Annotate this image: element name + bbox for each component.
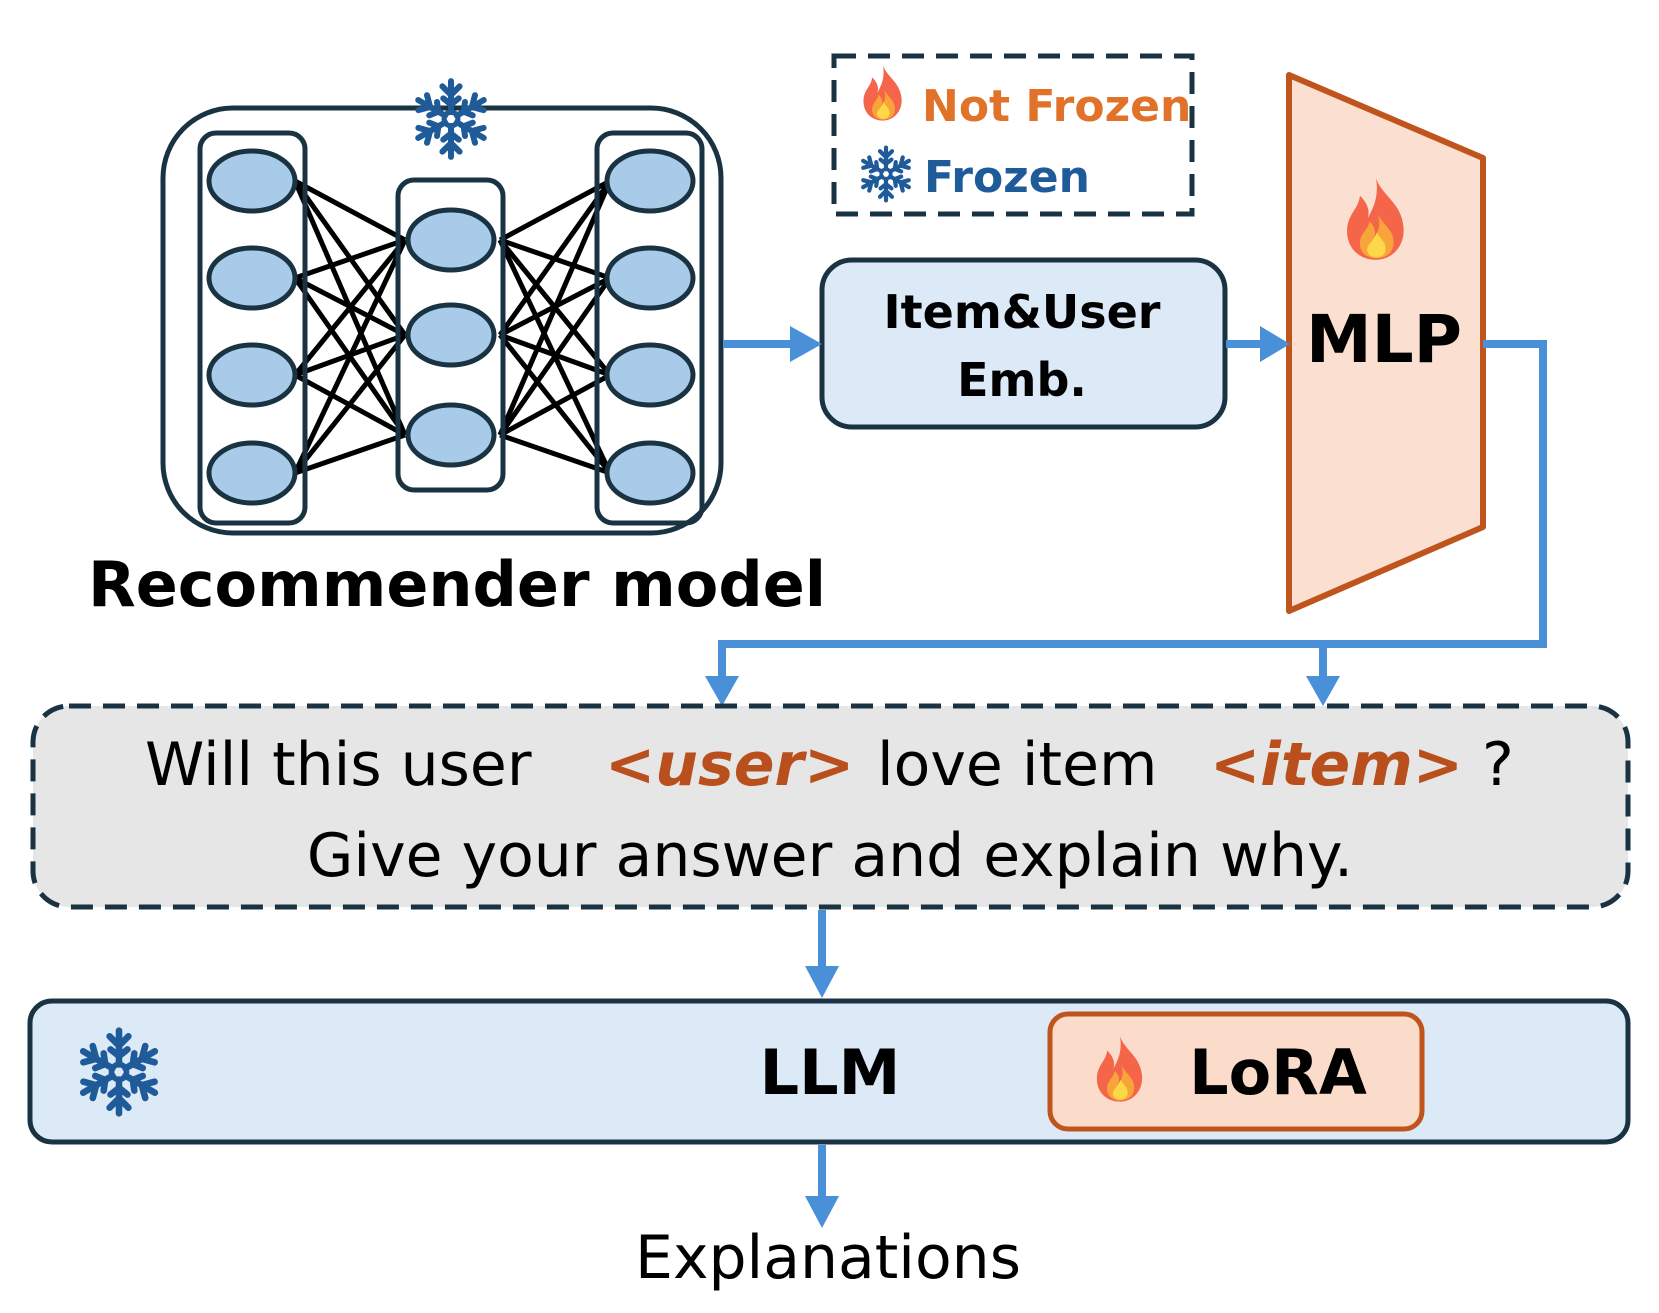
fire-icon [863,65,902,121]
recommender-model: Recommender model [88,81,826,621]
snowflake-icon [860,148,912,201]
embedding-line2: Emb. [957,353,1087,407]
prompt-block: Will this user <user> love item <item> ?… [30,703,1631,910]
prompt-line2: Give your answer and explain why. [307,821,1353,891]
output-label: Explanations [635,1223,1021,1293]
llm-label: LLM [760,1036,901,1109]
prompt-box [30,703,1631,910]
llm-block: LLM LoRA [27,998,1631,1145]
arrow-mlp-to-prompt [718,340,1547,680]
embedding-box [819,257,1228,430]
recommender-label: Recommender model [88,548,826,621]
mlp-block: MLP [1286,72,1486,614]
prompt-line1: Will this user <user> love item <item> ? [145,730,1514,800]
prompt-part1: Will this user [145,730,532,800]
embedding-line1: Item&User [884,285,1161,339]
mlp-label: MLP [1306,301,1462,378]
mlp-trapezoid [1286,72,1486,614]
prompt-user-token: <user> [605,730,854,800]
network-nodes [206,148,696,506]
prompt-part3: ? [1482,730,1514,800]
output-layer-box [594,130,705,526]
legend-frame [831,53,1195,217]
lora-box [1047,1011,1425,1132]
arrows [718,340,1547,1200]
legend: Not Frozen Frozen [831,53,1195,217]
prompt-item-token: <item> [1210,730,1463,800]
legend-not-frozen: Not Frozen [922,81,1191,132]
hidden-layer-box [395,177,506,493]
lora-label: LoRA [1189,1036,1367,1109]
embedding-block: Item&User Emb. [819,257,1228,430]
input-layer-box [197,130,308,526]
prompt-part2: love item [877,730,1157,800]
legend-frozen: Frozen [924,152,1090,203]
arrowheads [705,326,1340,1228]
network-connections [292,178,613,476]
